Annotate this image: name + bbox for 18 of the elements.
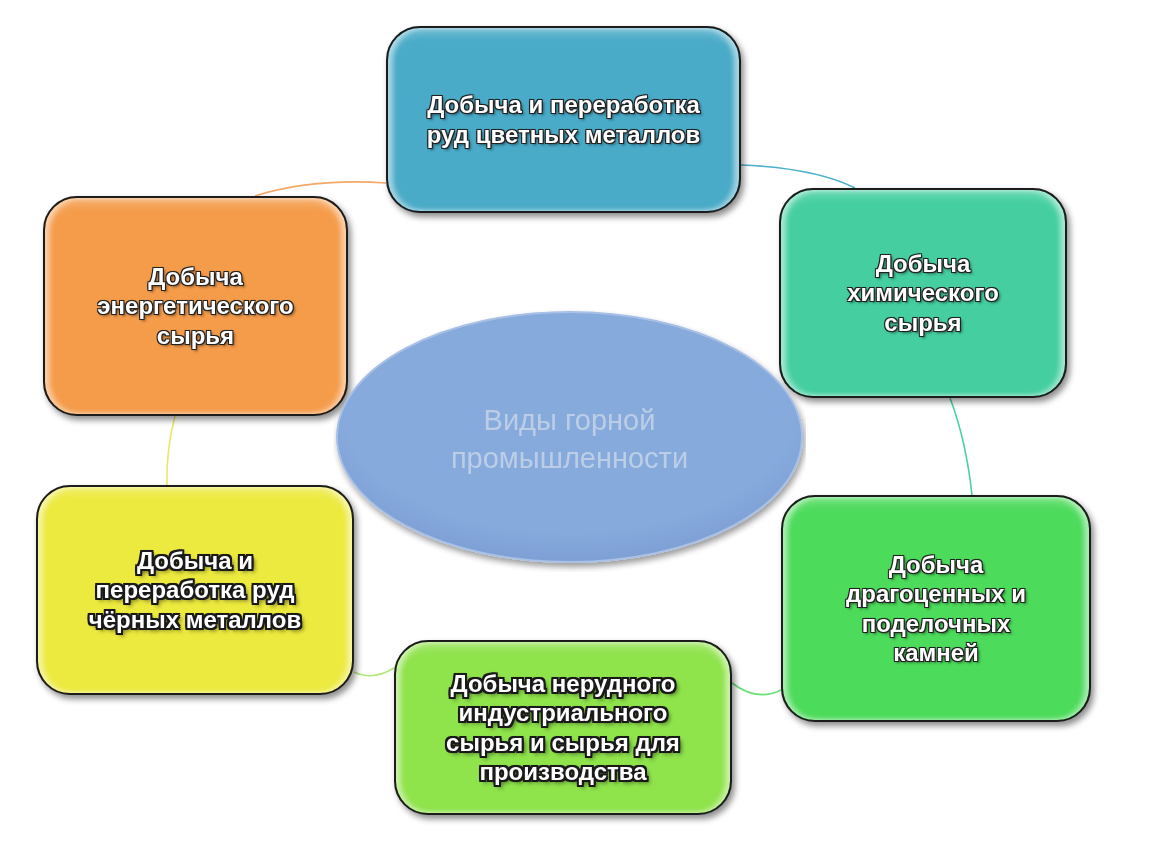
category-box	[779, 188, 1067, 398]
category-box	[781, 495, 1091, 722]
box-label: Добыча химического сырья	[846, 249, 1000, 337]
category-box	[386, 26, 741, 213]
box-label: Добыча и переработка руд чёрных металлов	[87, 546, 303, 634]
connector-line	[353, 667, 395, 677]
box-label: Добыча драгоценных и поделочных камней	[845, 549, 1027, 668]
connector-line	[166, 415, 176, 486]
category-box	[43, 196, 348, 416]
connector-line	[254, 181, 387, 197]
connector-line	[731, 682, 782, 696]
category-box	[36, 485, 354, 695]
box-label: Добыча энергетического сырья	[96, 262, 295, 350]
box-label: Добыча нерудного индустриального сырья и сырья для производства	[445, 668, 681, 787]
connector-line	[740, 164, 856, 189]
box-label: Добыча и переработка руд цветных металлов	[425, 90, 702, 149]
connector-line	[949, 397, 973, 496]
category-box	[394, 640, 732, 815]
